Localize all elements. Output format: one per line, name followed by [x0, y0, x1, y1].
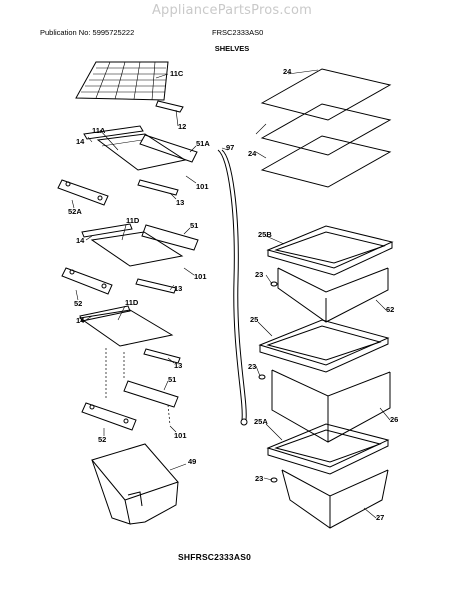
callout-13-b: 13: [174, 284, 183, 293]
glass-shelf-11d-1: [82, 224, 182, 266]
glass-shelf-11d-2: [80, 306, 172, 346]
bracket-52-1: [62, 268, 112, 294]
clip-23b: [259, 375, 265, 379]
trim-13c: [144, 349, 180, 363]
callout-101-a: 101: [196, 182, 209, 191]
callout-25a: 25A: [254, 417, 268, 426]
callout-23-c: 23: [255, 474, 264, 483]
callout-13-a: 13: [176, 198, 185, 207]
drawer-27: [282, 470, 388, 528]
clip-23a: [271, 282, 277, 286]
callout-24-a: 24: [283, 67, 292, 76]
publication-number: Publication No: 5995725222: [40, 28, 135, 37]
callout-26: 26: [390, 415, 399, 424]
drawer-26: [272, 370, 390, 442]
wire-shelf-11c: [76, 62, 168, 100]
callout-13-c: 13: [174, 361, 183, 370]
callout-11c: 11C: [170, 69, 184, 78]
callout-11d-b: 11D: [125, 298, 139, 307]
callout-14-a: 14: [76, 137, 85, 146]
callout-52a: 52A: [68, 207, 82, 216]
crisper-frame-25b: [268, 226, 392, 275]
callout-14-c: 14: [76, 316, 85, 325]
callout-51-b: 51: [168, 375, 177, 384]
drawer-62: [278, 268, 388, 322]
callout-52-b: 52: [98, 435, 107, 444]
callout-12: 12: [178, 122, 187, 131]
callout-27: 27: [376, 513, 385, 522]
callout-97: 97: [226, 143, 235, 152]
model-number: FRSC2333AS0: [212, 28, 264, 37]
callout-23-b: 23: [248, 362, 257, 371]
callout-11d-a: 11D: [126, 216, 140, 225]
crisper-cover-24-3: [262, 136, 390, 187]
bin-49: [92, 444, 178, 524]
bracket-52-2: [82, 403, 136, 430]
watermark: AppliancePartsPros.com: [151, 3, 313, 18]
rail-51-2: [124, 381, 178, 407]
callout-24-b: 24: [248, 149, 257, 158]
callout-101-c: 101: [174, 431, 187, 440]
diagram-code: SHFRSC2333AS0: [178, 552, 251, 562]
callout-49: 49: [188, 457, 197, 466]
bracket-52a: [58, 180, 108, 205]
callout-25b: 25B: [258, 230, 272, 239]
callout-25: 25: [250, 315, 259, 324]
callout-51-a: 51: [190, 221, 199, 230]
callout-62: 62: [386, 305, 395, 314]
rail-51a: [140, 135, 197, 162]
crisper-frame-25: [260, 320, 388, 372]
callout-23-a: 23: [255, 270, 264, 279]
trim-13b: [136, 279, 176, 293]
callout-52-a: 52: [74, 299, 83, 308]
crisper-cover-24-1: [262, 69, 390, 120]
trim-13a: [138, 180, 178, 195]
callout-101-b: 101: [194, 272, 207, 281]
crisper-cover-24-2: [262, 104, 390, 155]
callout-11a: 11A: [92, 126, 106, 135]
rail-51-1: [142, 225, 198, 250]
section-title: SHELVES: [214, 44, 250, 53]
callout-14-b: 14: [76, 236, 85, 245]
drain-tube-97: [218, 150, 247, 425]
callout-51a: 51A: [196, 139, 210, 148]
trim-12: [156, 101, 183, 112]
crisper-frame-25a: [268, 424, 388, 474]
